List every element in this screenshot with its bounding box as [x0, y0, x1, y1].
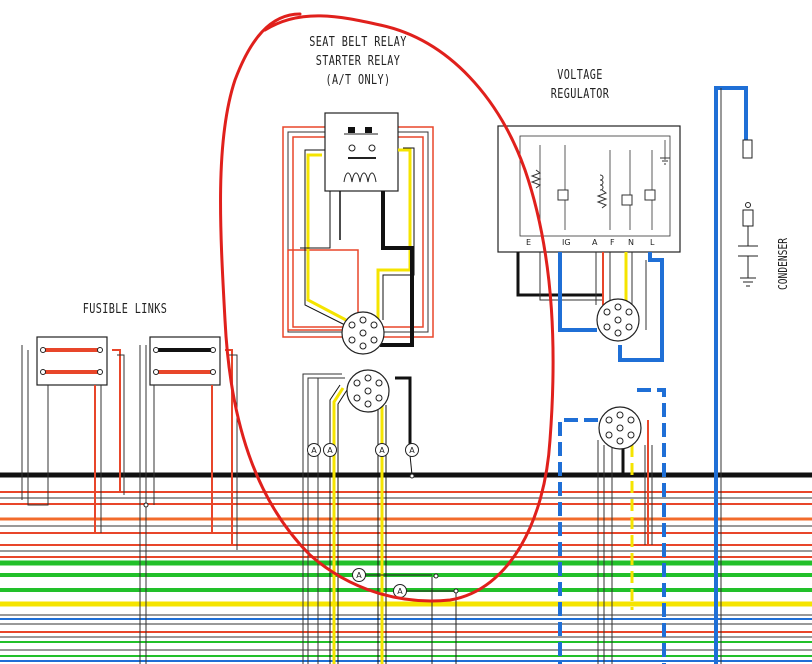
- terminal-e: E: [526, 238, 532, 247]
- condenser-circuit: [714, 86, 758, 664]
- voltage-regulator-line1: VOLTAGE: [557, 68, 603, 83]
- relay-harness-connector: A A A A A A: [302, 369, 459, 664]
- connector-marker-label: A: [356, 571, 362, 580]
- connector-marker-label: A: [397, 587, 403, 596]
- connector-marker-label: A: [327, 446, 333, 455]
- seat-belt-relay-line1: SEAT BELT RELAY: [309, 35, 407, 50]
- connector-marker-label: A: [409, 446, 415, 455]
- voltage-regulator-line2: REGULATOR: [550, 87, 610, 102]
- terminal-a: A: [592, 238, 598, 247]
- terminal-l: L: [650, 238, 655, 247]
- fusible-links: [21, 336, 238, 664]
- seat-belt-relay-line2: STARTER RELAY: [315, 54, 401, 69]
- harness-bus: [0, 472, 812, 662]
- seat-belt-relay-label: SEAT BELT RELAY STARTER RELAY (A/T ONLY): [297, 33, 419, 90]
- condenser-label: CONDENSER: [776, 237, 790, 290]
- connector-marker-label: A: [311, 446, 317, 455]
- voltage-regulator-label: VOLTAGE REGULATOR: [549, 66, 611, 104]
- seat-belt-relay-line3: (A/T ONLY): [325, 73, 391, 88]
- connector-markers: A A A A A A: [307, 443, 419, 598]
- voltage-regulator: [497, 125, 681, 362]
- annotation-circle: [219, 12, 555, 603]
- connector-marker-label: A: [379, 446, 385, 455]
- terminal-n: N: [628, 238, 634, 247]
- terminal-ig: IG: [562, 238, 571, 247]
- fusible-links-label: FUSIBLE LINKS: [82, 302, 168, 317]
- seat-belt-relay: [282, 112, 434, 355]
- regulator-harness-connector: [558, 388, 666, 664]
- terminal-f: F: [610, 238, 615, 247]
